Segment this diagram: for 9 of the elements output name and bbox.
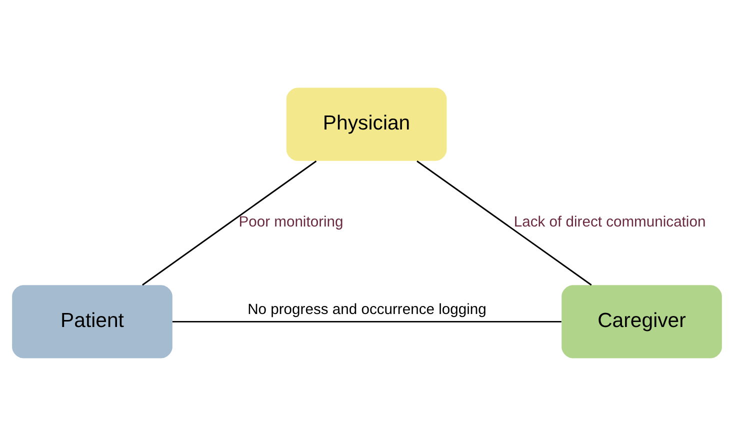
node-box: Patient	[12, 285, 172, 358]
connector	[416, 160, 592, 286]
edge-label: Poor monitoring	[238, 214, 344, 231]
node-box: Caregiver	[562, 285, 722, 358]
node-box: Physician	[286, 88, 447, 161]
edge-label: No progress and occurrence logging	[248, 302, 486, 318]
connector	[172, 320, 562, 322]
edge-label: Lack of direct communication	[514, 214, 706, 231]
connector	[142, 160, 317, 286]
